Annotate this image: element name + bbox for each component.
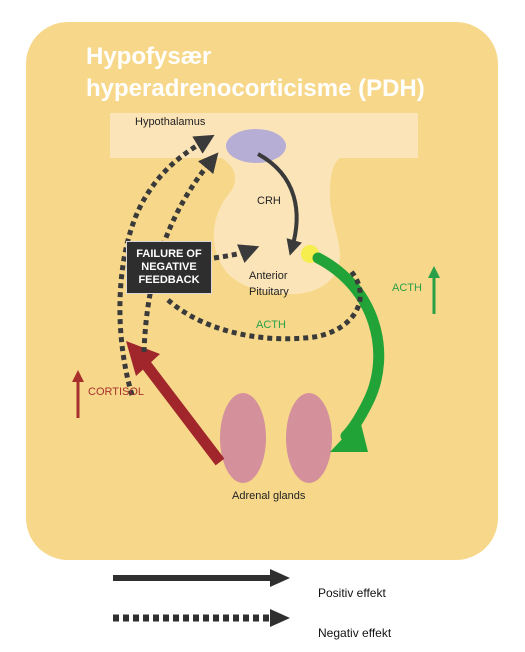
cortisol-arrow-head: [126, 341, 160, 376]
anterior-label: Anterior: [249, 270, 288, 282]
acth-up-arrow-icon: [428, 266, 440, 314]
title-line-2: hyperadrenocorticisme (PDH): [86, 75, 425, 102]
hypothalamus-tissue: [110, 113, 418, 294]
cortisol-up-arrow-icon: [72, 370, 84, 418]
failure-feedback-box: FAILURE OF NEGATIVE FEEDBACK: [126, 241, 212, 294]
adrenal-gland-left: [220, 393, 266, 483]
failure-box-line-3: FEEDBACK: [138, 274, 200, 286]
failure-box-line-2: NEGATIVE: [141, 261, 197, 273]
pituitary-label: Pituitary: [249, 286, 289, 298]
crh-label: CRH: [257, 195, 281, 207]
failure-to-pituitary-dotted: [213, 244, 260, 263]
adrenal-gland-right: [286, 393, 332, 483]
legend-positive-icon: [113, 569, 290, 587]
cortisol-label: CORTISOL: [88, 386, 145, 398]
adrenal-glands-label: Adrenal glands: [232, 490, 306, 502]
legend-negative-label: Negativ effekt: [318, 626, 392, 640]
legend-positive-label: Positiv effekt: [318, 586, 386, 600]
crh-arrow: [257, 152, 302, 256]
acth-arrow-head: [330, 420, 368, 452]
acth-label-right: ACTH: [392, 282, 422, 294]
feedback-inner-dotted: [141, 152, 219, 353]
acth-label-bottom: ACTH: [256, 319, 286, 331]
title-line-1: Hypofysær: [86, 43, 212, 70]
hypothalamus-label: Hypothalamus: [135, 116, 206, 128]
acth-arrow: [312, 252, 385, 442]
legend-negative-icon: [113, 609, 290, 627]
acth-feedback-dotted: [166, 268, 363, 342]
failure-box-line-1: FAILURE OF: [136, 248, 202, 260]
hypothalamus-node: [226, 129, 286, 163]
cortisol-arrow: [136, 354, 225, 466]
